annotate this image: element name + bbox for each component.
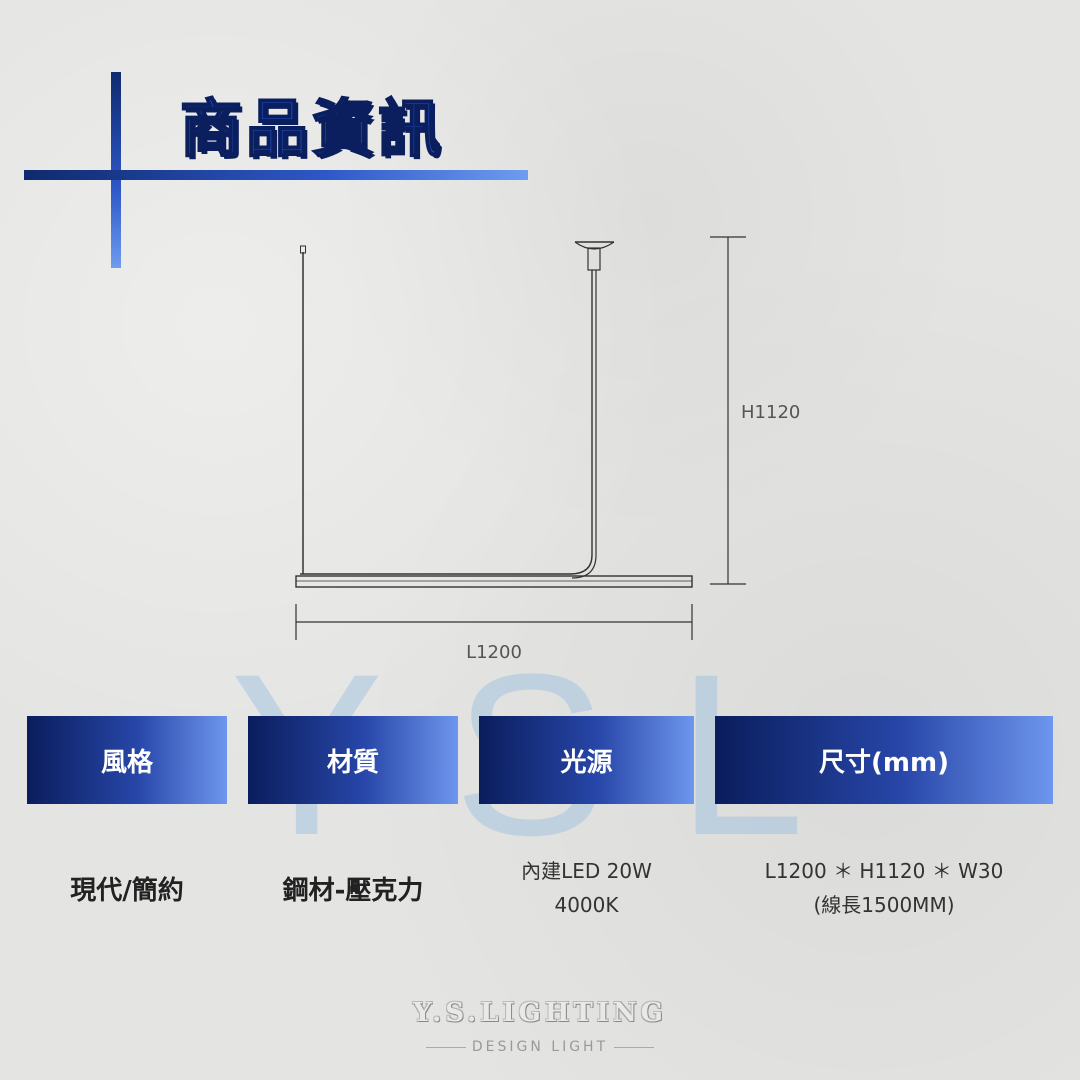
height-label: H1120	[741, 402, 800, 423]
size-value: L1200 ＊ H1120 ＊ W30 (線長1500MM)	[715, 854, 1053, 922]
header-size: 尺寸(mm)	[715, 716, 1053, 804]
length-label: L1200	[466, 642, 522, 663]
style-value: 現代/簡約	[70, 876, 184, 906]
header-style: 風格	[27, 716, 227, 804]
light-source-line-2: 4000K	[554, 893, 619, 917]
tagline-rule-left	[425, 1046, 466, 1048]
header-material: 材質	[248, 716, 458, 804]
header-light-source: 光源	[479, 716, 694, 804]
page-title: 商品資訊	[179, 91, 445, 166]
canopy-body	[587, 247, 601, 271]
product-dimension-drawing: H1120 L1200	[295, 236, 800, 663]
light-source-line-1: 內建LED 20W	[521, 859, 652, 883]
material-value: 鋼材-壓克力	[282, 876, 424, 906]
brand-tagline-row: DESIGN LIGHT	[0, 1039, 1080, 1055]
tagline-rule-right	[614, 1046, 655, 1048]
title-accent-horizontal	[24, 170, 528, 180]
size-line-2: (線長1500MM)	[813, 893, 955, 917]
light-source-value: 內建LED 20W 4000K	[479, 854, 694, 922]
size-line-1: L1200 ＊ H1120 ＊ W30	[764, 859, 1004, 883]
light-bar	[295, 575, 693, 588]
brand-tagline: DESIGN LIGHT	[471, 1039, 609, 1055]
rigid-stem	[300, 270, 593, 575]
wire-clip	[300, 245, 306, 254]
brand-logo: Y.S.LIGHTING	[413, 998, 667, 1028]
